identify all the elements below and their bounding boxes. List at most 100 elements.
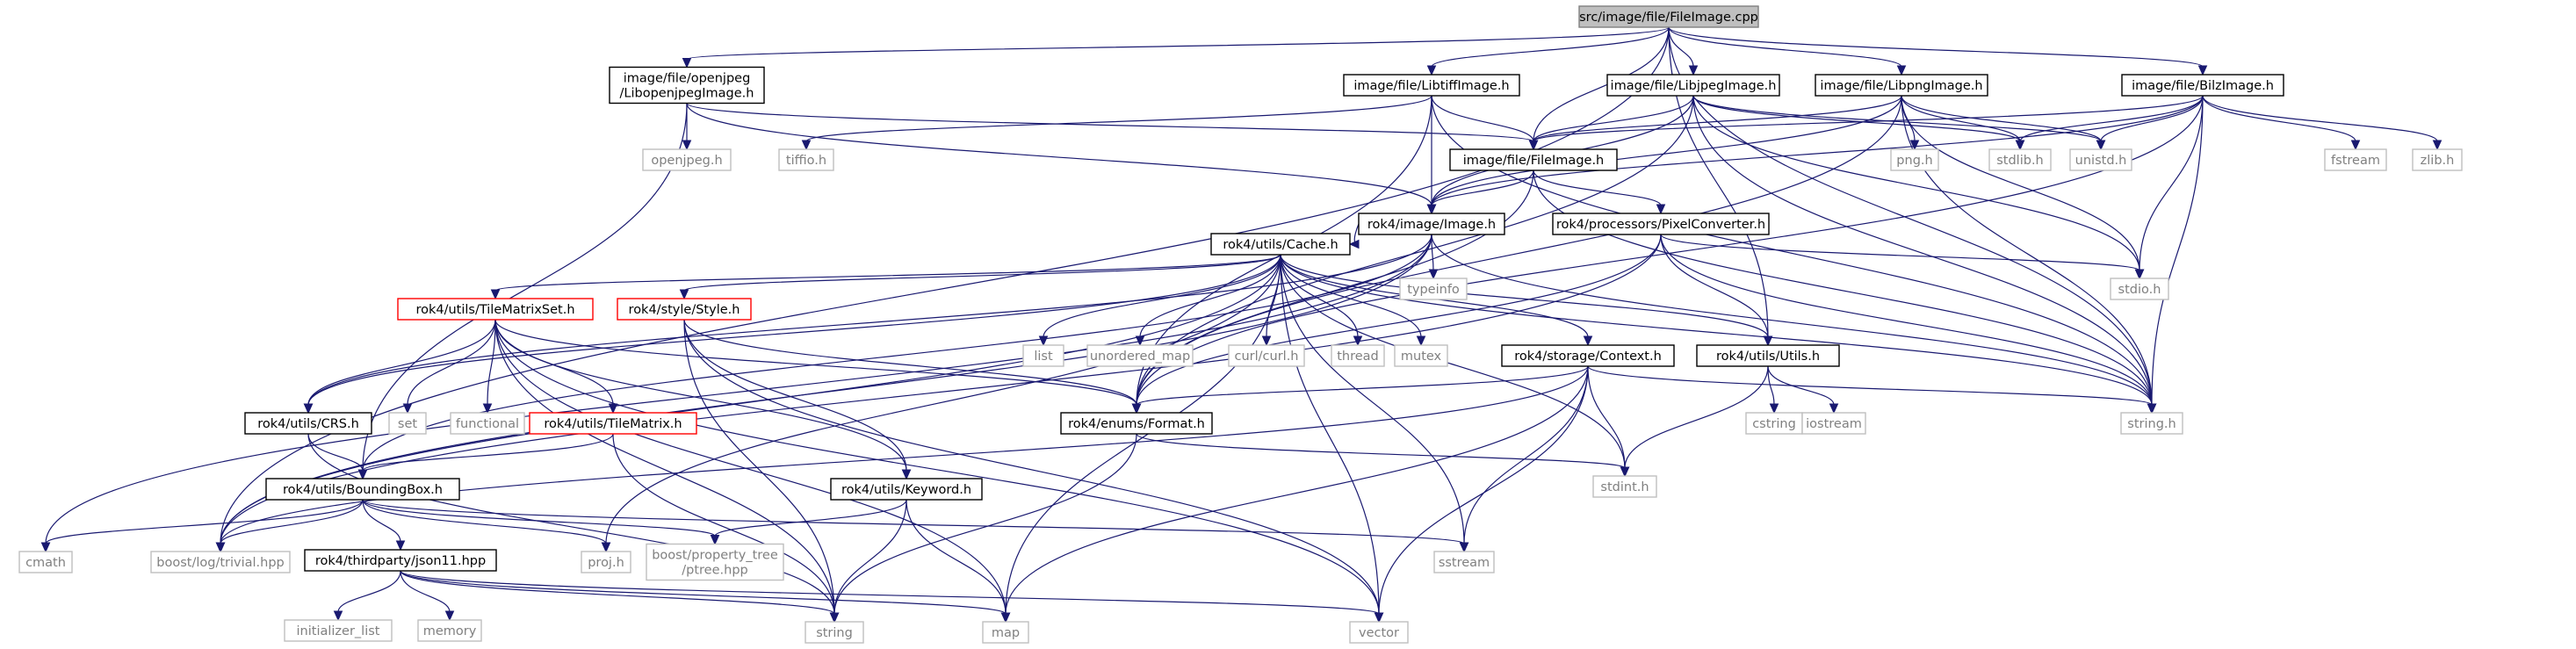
- node-png-h[interactable]: png.h: [1890, 148, 1939, 171]
- node-mutex[interactable]: mutex: [1394, 344, 1448, 367]
- edge-arrowhead: [682, 58, 692, 69]
- node-tiffio-h[interactable]: tiffio.h: [778, 148, 834, 171]
- nodes-layer: src/image/file/FileImage.cpp image/file/o…: [18, 5, 2463, 644]
- node-box: [284, 619, 393, 642]
- edge-arrowhead: [1909, 140, 1920, 151]
- edge-json11-to-string: [400, 570, 840, 624]
- node-context-h[interactable]: rok4/storage/Context.h: [1501, 344, 1675, 367]
- edge-line: [1280, 254, 1380, 615]
- node-style-h[interactable]: rok4/style/Style.h: [617, 298, 752, 321]
- node-fileimage-h[interactable]: image/file/FileImage.h: [1449, 148, 1618, 171]
- node-set[interactable]: set: [388, 412, 427, 435]
- edge-cache-h-to-list: [1038, 254, 1281, 347]
- edge-arrowhead: [1426, 204, 1437, 215]
- node-box: [1449, 148, 1618, 171]
- node-box: [1552, 213, 1770, 235]
- edge-line: [1533, 95, 1902, 142]
- node-cstring[interactable]: cstring: [1745, 412, 1803, 435]
- edge-line: [1533, 26, 1670, 142]
- node-tms-h[interactable]: rok4/utils/TileMatrixSet.h: [397, 298, 594, 321]
- node-stdio-h[interactable]: stdio.h: [2110, 278, 2169, 300]
- node-label: fstream: [2331, 154, 2380, 168]
- node-typeinfo[interactable]: typeinfo: [1399, 278, 1468, 300]
- node-libpng[interactable]: image/file/LibpngImage.h: [1815, 74, 1988, 97]
- edge-fileimage-cpp-to-libopenjpeg: [682, 26, 1670, 69]
- node-fileimage-cpp[interactable]: src/image/file/FileImage.cpp: [1578, 5, 1759, 28]
- node-bbox-h[interactable]: rok4/utils/BoundingBox.h: [265, 478, 460, 501]
- node-label: /ptree.hpp: [682, 564, 747, 578]
- node-init-list[interactable]: initializer_list: [284, 619, 393, 642]
- edge-fileimage-h-to-image-h: [1426, 169, 1534, 215]
- node-label: image/file/LibtiffImage.h: [1353, 79, 1509, 93]
- node-openjpeg-h[interactable]: openjpeg.h: [642, 148, 732, 171]
- node-libtiff[interactable]: image/file/LibtiffImage.h: [1343, 74, 1520, 97]
- node-map[interactable]: map: [982, 621, 1029, 644]
- node-list[interactable]: list: [1022, 344, 1064, 367]
- node-label: rok4/utils/Utils.h: [1716, 350, 1820, 364]
- node-box: [581, 551, 631, 573]
- edge-context-h-to-map: [1000, 365, 1589, 624]
- node-sstream[interactable]: sstream: [1433, 551, 1495, 573]
- node-ptree[interactable]: boost/property_tree/ptree.hpp: [646, 543, 784, 581]
- node-label: cmath: [25, 556, 66, 570]
- edge-bilz-to-string-h: [2147, 95, 2204, 415]
- node-trivial[interactable]: boost/log/trivial.hpp: [150, 551, 291, 573]
- edge-line: [45, 234, 1432, 544]
- node-fstream[interactable]: fstream: [2324, 148, 2387, 171]
- node-label: image/file/LibjpegImage.h: [1611, 79, 1777, 93]
- edge-arrowhead: [2432, 140, 2443, 151]
- node-iostream[interactable]: iostream: [1801, 412, 1866, 435]
- edge-line: [494, 319, 1137, 406]
- edge-json11-to-init-list: [333, 570, 401, 622]
- node-image-h[interactable]: rok4/image/Image.h: [1358, 213, 1505, 235]
- edge-line: [307, 254, 1281, 406]
- edge-crs-h-to-string: [307, 433, 840, 624]
- node-unistd-h[interactable]: unistd.h: [2069, 148, 2132, 171]
- edge-line: [1431, 234, 2153, 406]
- node-pixelconv[interactable]: rok4/processors/PixelConverter.h: [1552, 213, 1770, 235]
- edge-line: [1587, 365, 2153, 406]
- edge-line: [494, 254, 1281, 292]
- node-zlib-h[interactable]: zlib.h: [2412, 148, 2463, 171]
- node-crs-h[interactable]: rok4/utils/CRS.h: [244, 412, 372, 435]
- edge-cache-h-to-mutex: [1280, 254, 1426, 347]
- node-box: [2110, 278, 2169, 300]
- node-functional[interactable]: functional: [450, 412, 525, 435]
- node-bilz[interactable]: image/file/BilzImage.h: [2121, 74, 2284, 97]
- node-utils-h[interactable]: rok4/utils/Utils.h: [1696, 344, 1840, 367]
- node-memory[interactable]: memory: [417, 619, 482, 642]
- node-proj-h[interactable]: proj.h: [581, 551, 631, 573]
- node-format-h[interactable]: rok4/enums/Format.h: [1060, 412, 1213, 435]
- node-stdint-h[interactable]: stdint.h: [1592, 475, 1657, 498]
- node-box: [1890, 148, 1939, 171]
- node-label: functional: [456, 417, 519, 431]
- node-curl-h[interactable]: curl/curl.h: [1228, 344, 1305, 367]
- node-cache-h[interactable]: rok4/utils/Cache.h: [1210, 233, 1351, 256]
- node-stdlib-h[interactable]: stdlib.h: [1988, 148, 2052, 171]
- edge-line: [362, 499, 716, 537]
- node-string-h[interactable]: string.h: [2120, 412, 2183, 435]
- node-tm-h[interactable]: rok4/utils/TileMatrix.h: [529, 412, 697, 435]
- edge-line: [1668, 26, 1694, 68]
- edge-context-h-to-format-h: [1131, 365, 1589, 415]
- edge-arrowhead: [1459, 542, 1469, 553]
- edge-bilz-to-stdlib-h: [2015, 95, 2204, 151]
- node-box: [2069, 148, 2132, 171]
- edge-line: [683, 319, 907, 472]
- node-box: [150, 551, 291, 573]
- node-libopenjpeg[interactable]: image/file/openjpeg/LibopenjpegImage.h: [609, 66, 765, 105]
- node-keyword-h[interactable]: rok4/utils/Keyword.h: [830, 478, 983, 501]
- node-string[interactable]: string: [805, 621, 864, 644]
- edge-line: [1692, 95, 2153, 406]
- node-vector[interactable]: vector: [1349, 621, 1409, 644]
- node-box: [1060, 412, 1213, 435]
- node-json11[interactable]: rok4/thirdparty/json11.hpp: [304, 549, 497, 572]
- node-cmath[interactable]: cmath: [18, 551, 73, 573]
- node-thread[interactable]: thread: [1331, 344, 1385, 367]
- node-box: [2121, 74, 2284, 97]
- node-libjpeg[interactable]: image/file/LibjpegImage.h: [1606, 74, 1780, 97]
- edge-arrowhead: [303, 403, 314, 415]
- node-unordered-map[interactable]: unordered_map: [1086, 344, 1194, 367]
